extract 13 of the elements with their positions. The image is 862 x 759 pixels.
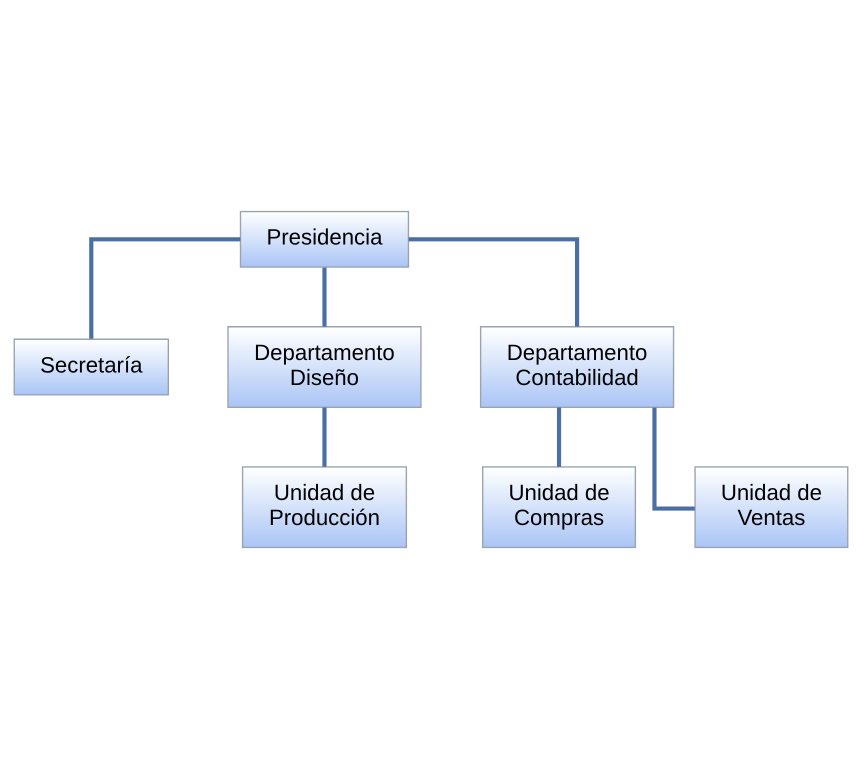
connector xyxy=(408,237,580,327)
node-box: Departamento Diseño xyxy=(227,326,422,408)
node-box: Departamento Contabilidad xyxy=(480,326,674,408)
connector xyxy=(322,268,327,327)
node-box: Secretaría xyxy=(14,338,170,396)
connector xyxy=(322,408,327,467)
connector xyxy=(89,237,240,339)
node-box: Unidad de Producción xyxy=(242,466,408,548)
node-box: Unidad de Ventas xyxy=(694,466,848,548)
connector xyxy=(652,408,695,511)
connector xyxy=(556,408,562,467)
node-box: Presidencia xyxy=(240,210,410,268)
node-box: Unidad de Compras xyxy=(482,466,636,548)
